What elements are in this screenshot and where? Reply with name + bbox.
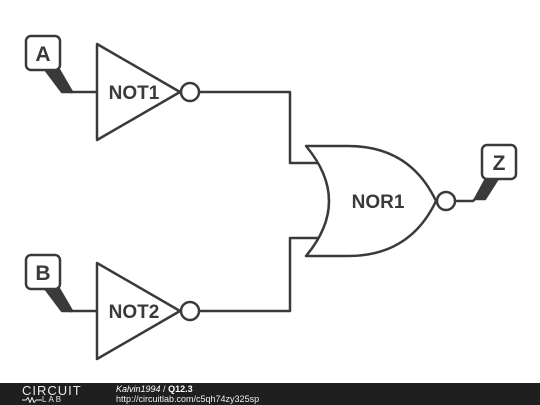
footer-bar: CIRCUIT LAB Kalvin1994 / Q12.3 http://ci… bbox=[0, 383, 540, 405]
gate-label-nor1: NOR1 bbox=[352, 192, 405, 213]
label-box-b bbox=[24, 253, 62, 291]
author-name[interactable]: Kalvin1994 bbox=[116, 384, 161, 394]
resistor-icon bbox=[22, 397, 42, 403]
label-text-z: Z bbox=[493, 152, 506, 175]
wire-not1-to-nor1 bbox=[198, 90, 324, 165]
inversion-bubble bbox=[179, 300, 201, 322]
label-pointer bbox=[42, 285, 74, 313]
inversion-bubble bbox=[179, 81, 201, 103]
input-label-b: B bbox=[24, 253, 74, 313]
circuit-schematic: A B Z NOT1 NOT2 NOR1 bbox=[24, 34, 518, 361]
not-gate-triangle bbox=[95, 42, 182, 142]
label-box-z bbox=[480, 143, 518, 181]
project-name[interactable]: Q12.3 bbox=[168, 384, 193, 394]
meta-separator: / bbox=[160, 384, 169, 394]
not-gate-triangle bbox=[95, 261, 182, 361]
logo-text-top: CIRCUIT bbox=[22, 383, 82, 398]
label-pointer bbox=[42, 66, 74, 94]
logo-text-bottom: LAB bbox=[42, 395, 64, 404]
label-text-b: B bbox=[35, 262, 50, 285]
label-pointer bbox=[473, 175, 501, 201]
inversion-bubble bbox=[435, 190, 457, 212]
gate-label-not1: NOT1 bbox=[109, 83, 160, 104]
gate-label-not2: NOT2 bbox=[109, 302, 160, 323]
project-url-link[interactable]: http://circuitlab.com/c5qh74zy325sp bbox=[116, 394, 260, 404]
wire-not2-to-nor1 bbox=[198, 236, 324, 313]
not-gate-not2: NOT2 bbox=[95, 261, 201, 361]
footer-meta: Kalvin1994 / Q12.3 bbox=[116, 384, 193, 394]
output-label-z: Z bbox=[473, 143, 518, 201]
label-box-a bbox=[24, 34, 62, 72]
nor-gate-body bbox=[304, 144, 438, 258]
circuitlab-logo[interactable]: CIRCUIT LAB bbox=[22, 384, 102, 404]
label-text-a: A bbox=[35, 43, 50, 66]
input-label-a: A bbox=[24, 34, 74, 94]
not-gate-not1: NOT1 bbox=[95, 42, 201, 142]
nor-gate-nor1: NOR1 bbox=[304, 144, 457, 258]
